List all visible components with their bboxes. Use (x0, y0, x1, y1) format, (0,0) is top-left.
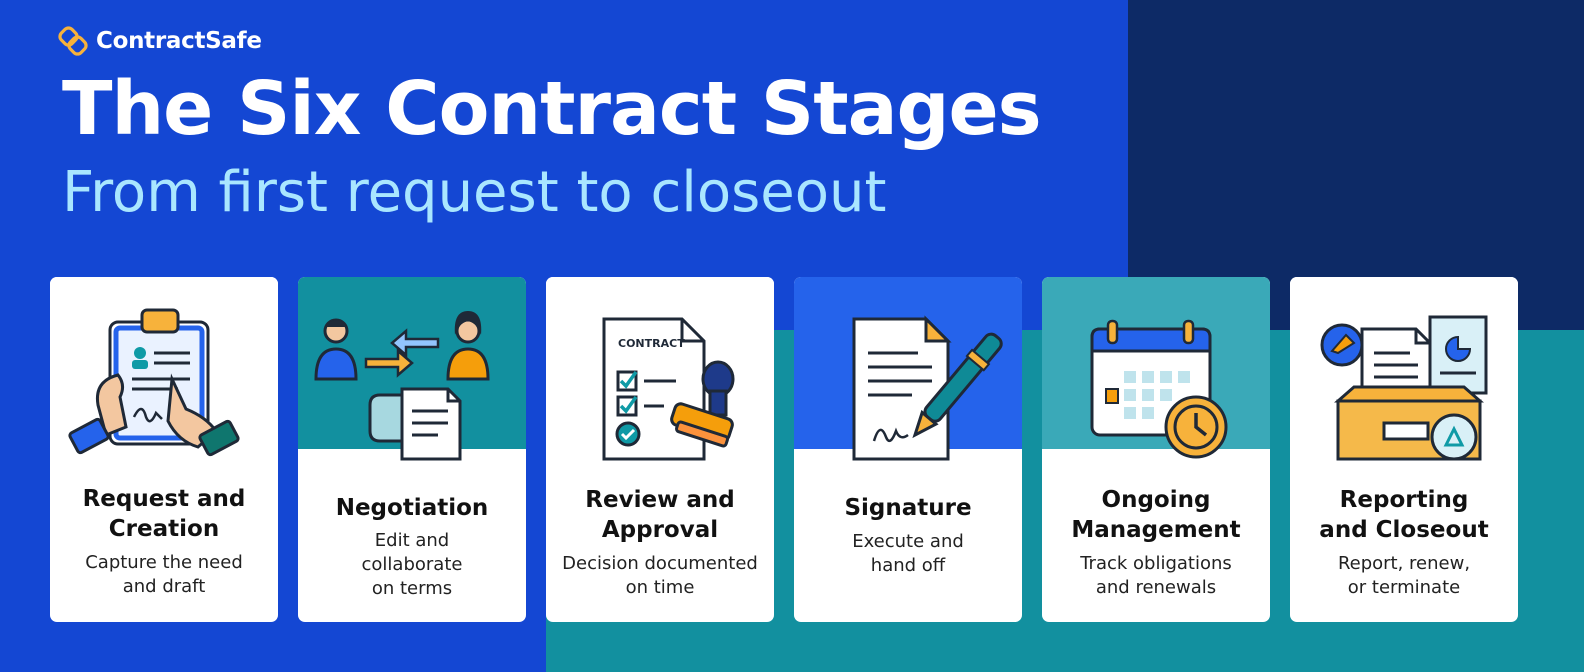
clipboard-hands-icon (68, 308, 240, 457)
brand: ContractSafe (58, 26, 262, 56)
people-exchange-icon (314, 311, 490, 461)
stage-card-review: CONTRACT Review and Approval Decision do… (546, 277, 774, 622)
page-title: The Six Contract Stages (62, 66, 1042, 152)
stage-title: Ongoing Management (1071, 487, 1241, 543)
stage-description: Edit and collaborate on terms (361, 530, 463, 599)
stage-card-signature: Signature Execute and hand off (794, 277, 1022, 622)
stage-description: Decision documented on time (562, 553, 758, 598)
background-dark-panel (1128, 0, 1584, 330)
interlocking-link-icon (58, 26, 88, 56)
stage-title: Signature (844, 495, 972, 521)
stage-description: Track obligations and renewals (1080, 553, 1232, 598)
stage-description: Capture the need and draft (85, 552, 243, 597)
stage-title: Negotiation (335, 495, 489, 521)
stage-card-negotiation: Negotiation Edit and collaborate on term… (298, 277, 526, 622)
stage-card-request: Request and Creation Capture the need an… (50, 277, 278, 622)
stage-description: Execute and hand off (852, 531, 964, 576)
brand-name: ContractSafe (96, 28, 262, 54)
document-pen-icon (852, 315, 1003, 461)
stage-card-management: Ongoing Management Track obligations and… (1042, 277, 1270, 622)
page-subtitle: From first request to closeout (62, 160, 887, 225)
archive-box-icon (1320, 315, 1488, 461)
stage-title: Review and Approval (585, 487, 735, 543)
contract-stamp-icon (602, 317, 735, 461)
calendar-clock-icon (1090, 319, 1228, 459)
stage-card-closeout: Reporting and Closeout Report, renew, or… (1290, 277, 1518, 622)
stage-title: Reporting and Closeout (1319, 487, 1489, 543)
contract-label: CONTRACT (618, 337, 685, 350)
stage-title: Request and Creation (82, 486, 246, 542)
stage-description: Report, renew, or terminate (1337, 553, 1471, 598)
